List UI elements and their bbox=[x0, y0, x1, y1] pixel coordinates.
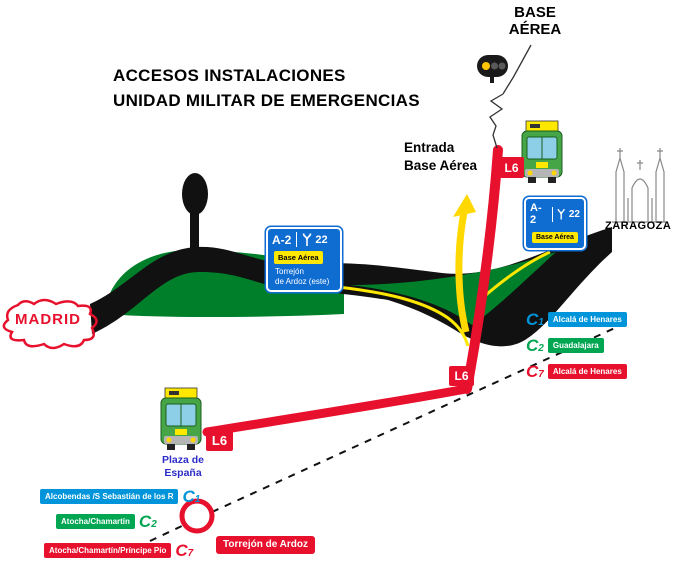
exit-number: 22 bbox=[568, 208, 580, 220]
sign-divider bbox=[296, 232, 298, 247]
base-aerea-panel: Base Aérea bbox=[274, 251, 323, 264]
rail-destination-chip: Alcalá de Henares bbox=[547, 312, 627, 327]
zaragoza-skyline-icon bbox=[612, 148, 668, 223]
rail-destination-chip: Atocha/Chamartín/Príncipe Pío bbox=[44, 543, 172, 558]
road-number: A-2 bbox=[530, 202, 542, 226]
highway-sign-main: A-2 22 Base Aérea Torrejón de Ardoz (est… bbox=[266, 227, 342, 292]
rail-destination-chip: Alcalá de Henares bbox=[547, 364, 627, 379]
madrid-label: MADRID bbox=[15, 311, 81, 328]
rail-line-c1-left: Alcobendas /S Sebastián de los R C1 bbox=[40, 487, 201, 506]
route-l6-west bbox=[202, 384, 471, 437]
traffic-light-icon bbox=[477, 55, 508, 83]
overpass-road bbox=[182, 173, 208, 252]
cercanias-c7-icon: C7 bbox=[175, 541, 194, 560]
entrance-label: Entrada Base Aérea bbox=[404, 140, 478, 174]
map-title-line2: UNIDAD MILITAR DE EMERGENCIAS bbox=[113, 90, 420, 110]
cercanias-c1-icon: C1 bbox=[526, 310, 544, 329]
connector-line bbox=[489, 44, 532, 149]
rail-destination-chip: Alcobendas /S Sebastián de los R bbox=[40, 489, 179, 504]
exit-number: 22 bbox=[315, 233, 328, 246]
bus-line-badge-junction: L6 bbox=[449, 366, 474, 386]
rail-line-c2-left: Atocha/Chamartín C2 bbox=[56, 512, 157, 531]
base-aerea-label: BASE AÉREA bbox=[508, 4, 562, 39]
bus-line-badge-top: L6 bbox=[499, 157, 524, 178]
plaza-espana-label: Plaza de España bbox=[161, 454, 205, 480]
cercanias-c2-icon: C2 bbox=[138, 512, 157, 531]
zaragoza-label: ZARAGOZA bbox=[605, 220, 672, 232]
torrejon-station-label: Torrejón de Ardoz bbox=[216, 536, 315, 554]
rail-line-c1-right: C1 Alcalá de Henares bbox=[526, 310, 627, 329]
railway-dashed-line bbox=[149, 321, 629, 542]
rail-line-c7-left: Atocha/Chamartín/Príncipe Pío C7 bbox=[44, 541, 194, 560]
rail-destination-chip: Atocha/Chamartín bbox=[56, 514, 135, 529]
route-l6-north bbox=[462, 145, 503, 394]
bus-icon-top bbox=[521, 120, 563, 183]
sign-destination: Torrejón de Ardoz (este) bbox=[275, 267, 330, 286]
station-circle bbox=[179, 498, 215, 534]
rail-line-c7-right: C7 Alcalá de Henares bbox=[526, 362, 627, 381]
bus-icon-left bbox=[160, 387, 202, 450]
yellow-arrow bbox=[453, 194, 476, 333]
exit-fork-icon bbox=[558, 208, 566, 220]
madrid-scribble bbox=[2, 298, 98, 350]
cercanias-c2-icon: C2 bbox=[526, 336, 544, 355]
cercanias-c7-icon: C7 bbox=[526, 362, 544, 381]
interchange-shape bbox=[344, 238, 612, 347]
exit-fork-icon bbox=[303, 232, 312, 246]
cercanias-c1-icon: C1 bbox=[182, 487, 201, 506]
bus-line-badge-plaza: L6 bbox=[206, 429, 233, 451]
grass-interchange bbox=[350, 252, 556, 325]
road-number: A-2 bbox=[272, 232, 292, 247]
highway-sign-exit: A-2 22 Base Aérea bbox=[524, 197, 586, 250]
map-title-line1: ACCESOS INSTALACIONES bbox=[113, 66, 346, 85]
highway-shape bbox=[90, 227, 612, 334]
ramp-line-west bbox=[337, 285, 470, 347]
rail-line-c2-right: C2 Guadalajara bbox=[526, 336, 604, 355]
sign-divider bbox=[551, 206, 553, 222]
map-title: ACCESOS INSTALACIONES UNIDAD MILITAR DE … bbox=[113, 64, 420, 113]
base-aerea-panel: Base Aérea bbox=[532, 232, 578, 243]
rail-destination-chip: Guadalajara bbox=[547, 338, 604, 353]
